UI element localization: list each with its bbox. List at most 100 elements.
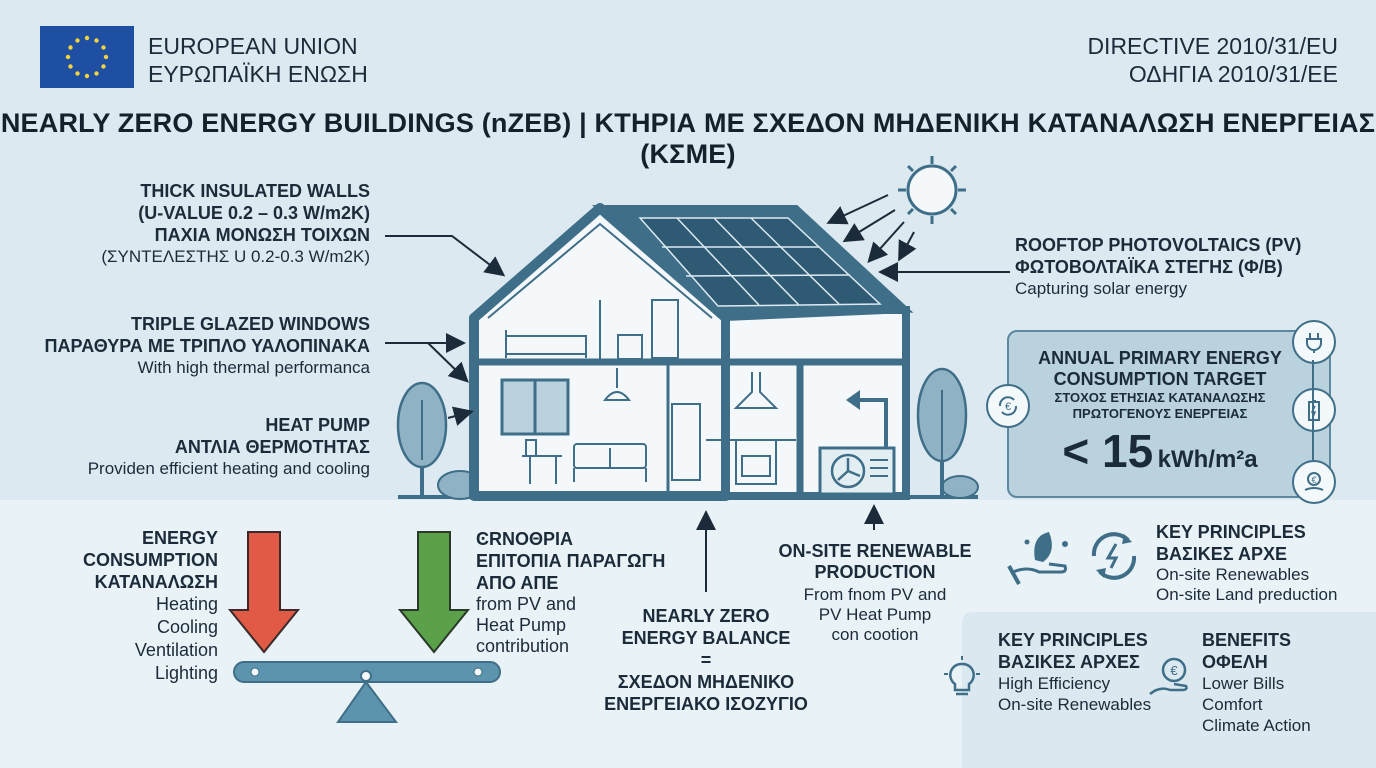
pv-label: ROOFTOP PHOTOVOLTAICS (PV) ΦΩΤΟΒΟΛΤΑΪΚΑ … [1015,234,1335,299]
onsite-title-1: ON-SITE RENEWABLE [778,541,972,561]
eu-label-en: EUROPEAN UNION [148,33,358,59]
door-icon [651,299,679,359]
sun-icon [898,156,966,224]
sofa-icon [573,443,647,482]
consumption-arrow-icon [227,531,301,654]
onsite-label: ON-SITE RENEWABLE PRODUCTION From fnom P… [775,541,975,645]
kp1-title-el: ΒΑΣΙΚΕΣ ΑΡΧΕ [1156,544,1287,564]
kp2-item: High Efficiency [998,674,1111,693]
heatpump-label: HEAT PUMP ΑΝΤΛΙΑ ΘΕΡΜΟΤΗΤΑΣ Providen eff… [30,414,370,479]
pv-desc: Capturing solar energy [1015,279,1187,298]
walls-title-en: THICK INSULATED WALLS [140,181,370,201]
tree-right-icon [916,367,968,497]
production-title-2: ΕΠΙΤΟΠΙΑ ΠΑΡΑΓΩΓΗ [476,551,666,571]
target-value: < 15 [1062,425,1154,477]
directive-el: ΟΔΗΓΙΑ 2010/31/ΕΕ [1128,61,1338,87]
directive-label: DIRECTIVE 2010/31/EU ΟΔΗΓΙΑ 2010/31/ΕΕ [1087,32,1338,88]
lightbulb-icon [940,654,984,709]
kp1-item: On-site Renewables [1156,565,1310,584]
walls-uvalue-el: (ΣΥΝΤΕΛΕΣΤΗΣ U 0.2-0.3 W/m2K) [101,247,370,266]
plug-icon [1292,320,1336,364]
heatpump-title-el: ΑΝΤΛΙΑ ΘΕΡΜΟΤΗΤΑΣ [174,437,370,457]
windows-title-el: ΠΑΡΑΘΥΡΑ ΜΕ ΤΡΙΠΛΟ ΥΑΛΟΠΙΝΑΚΑ [44,336,370,356]
balance-title-el-1: ΣΧΕΔΟΝ ΜΗΔΕΝΙΚΟ [617,672,795,692]
kp1-item: On-site Land preduction [1156,585,1338,604]
benefits-title-el: ΟΦΕΛΗ [1202,652,1268,672]
sun-ray-arrows [826,194,917,263]
kp2-title-el: ΒΑΣΙΚΕΣ ΑΡΧΕΣ [998,652,1140,672]
consumption-title-1: ENERGY [141,528,218,548]
pv-title-el: ΦΩΤΟΒΟΛΤΑΪΚΑ ΣΤΕΓΗΣ (Φ/Β) [1015,257,1283,277]
target-title-1: ANNUAL PRIMARY ENERGY [1038,348,1282,368]
consumption-label: ENERGY CONSUMPTION ΚΑΤΑΝΑΛΩΣΗ Heating Co… [40,527,218,685]
eu-flag-icon [40,26,134,88]
onsite-desc-2: PV Heat Pump [818,605,932,624]
walls-uvalue-en: (U-VALUE 0.2 – 0.3 W/m2K) [138,203,370,223]
onsite-desc-3: con cootion [831,625,919,644]
windows-label: TRIPLE GLAZED WINDOWS ΠΑΡΑΘΥΡΑ ΜΕ ΤΡΙΠΛΟ… [30,313,370,378]
bed-icon [505,330,587,358]
consumption-title-el: ΚΑΤΑΝΑΛΩΣΗ [94,572,218,592]
consumption-item: Cooling [156,617,218,637]
directive-en: DIRECTIVE 2010/31/EU [1087,33,1338,59]
battery-icon [1292,388,1336,432]
benefit-item: Climate Action [1202,716,1311,735]
production-title-3: ΑΠΟ ΑΠΕ [476,573,559,593]
heat-pump-unit-icon [818,390,896,496]
dresser-icon [617,334,643,360]
dining-table-icon [522,439,562,484]
consumption-item: Lighting [154,663,218,683]
windows-desc: With high thermal performanca [137,358,370,377]
production-arrow-icon [397,531,471,654]
consumption-title-2: CONSUMPTION [83,550,218,570]
euro-cycle-icon: € [986,384,1030,428]
eu-label-el: ΕΥΡΩΠΑΪΚΗ ΕΝΩΣΗ [148,61,368,87]
windows-title-en: TRIPLE GLAZED WINDOWS [131,314,370,334]
eu-label: EUROPEAN UNION ΕΥΡΩΠΑΪΚΗ ΕΝΩΣΗ [148,32,368,88]
kp1-title-en: KEY PRINCIPLES [1156,522,1306,542]
solar-panels-icon [638,217,882,307]
balance-equals: = [700,650,712,670]
key-principles-2: KEY PRINCIPLES ΒΑΣΙΚΕΣ ΑΡΧΕΣ High Effici… [998,629,1158,715]
balance-scale-icon [233,661,501,723]
svg-text:€: € [1311,475,1316,485]
kitchen-icon [706,372,796,485]
walls-title-el: ΠΑΧΙΑ ΜΟΝΩΣΗ ΤΟΙΧΩΝ [154,225,370,245]
production-title-1: ϾRNOΘPIA [476,529,574,549]
euro-hand-benefit-icon: € [1146,654,1196,709]
benefits-title-en: BENEFITS [1202,630,1292,650]
heatpump-title-en: HEAT PUMP [265,415,370,435]
page-title: NEARLY ZERO ENERGY BUILDINGS (nZEB) | ΚΤ… [0,108,1376,169]
kp2-item: On-site Renewables [998,695,1152,714]
consumption-item: Ventilation [134,640,218,660]
window-icon [500,378,570,436]
benefit-item: Lower Bills [1202,674,1285,693]
renew-cycle-icon [1084,528,1144,589]
production-desc-2: Heat Pump [476,615,567,635]
target-title-el-2: ΠΡΩΤΟΓΕΝΟΥΣ ΕΝΕΡΓΕΙΑΣ [1072,406,1248,421]
svg-text:€: € [1170,663,1178,678]
tree-left-icon [396,381,448,497]
consumption-target-box [1007,330,1331,498]
key-principles-1: KEY PRINCIPLES ΒΑΣΙΚΕΣ ΑΡΧΕ On-site Rene… [1156,521,1366,605]
target-title-el-1: ΣΤΟΧΟΣ ΕΤΗΣΙΑΣ ΚΑΤΑΝΑΛΩΣΗΣ [1054,390,1266,405]
target-title-2: CONSUMPTION TARGET [1053,369,1267,389]
production-label: ϾRNOΘPIA ΕΠΙΤΟΠΙΑ ΠΑΡΑΓΩΓΗ ΑΠΟ ΑΠΕ from … [476,528,676,657]
svg-text:€: € [1005,401,1011,413]
benefits: BENEFITS ΟΦΕΛΗ Lower Bills Comfort Clima… [1202,629,1372,736]
target-text: ANNUAL PRIMARY ENERGY CONSUMPTION TARGET… [1020,348,1300,478]
balance-title-2: ENERGY BALANCE [621,628,791,648]
euro-hand-icon: € [1292,460,1336,504]
lamp-icon [602,368,632,401]
kp2-title-en: KEY PRINCIPLES [998,630,1148,650]
production-desc-3: contribution [476,636,570,656]
balance-label: NEARLY ZERO ENERGY BALANCE = ΣΧΕΔΟΝ ΜΗΔΕ… [596,605,816,715]
target-unit: kWh/m²a [1157,446,1258,473]
pv-title-en: ROOFTOP PHOTOVOLTAICS (PV) [1015,235,1302,255]
onsite-desc-1: From fnom PV and [803,585,947,604]
target-icon-connector [1312,360,1314,460]
pointer-arrows [385,235,1010,592]
heatpump-desc: Providen efficient heating and cooling [87,459,370,478]
walls-label: THICK INSULATED WALLS (U-VALUE 0.2 – 0.3… [30,180,370,267]
